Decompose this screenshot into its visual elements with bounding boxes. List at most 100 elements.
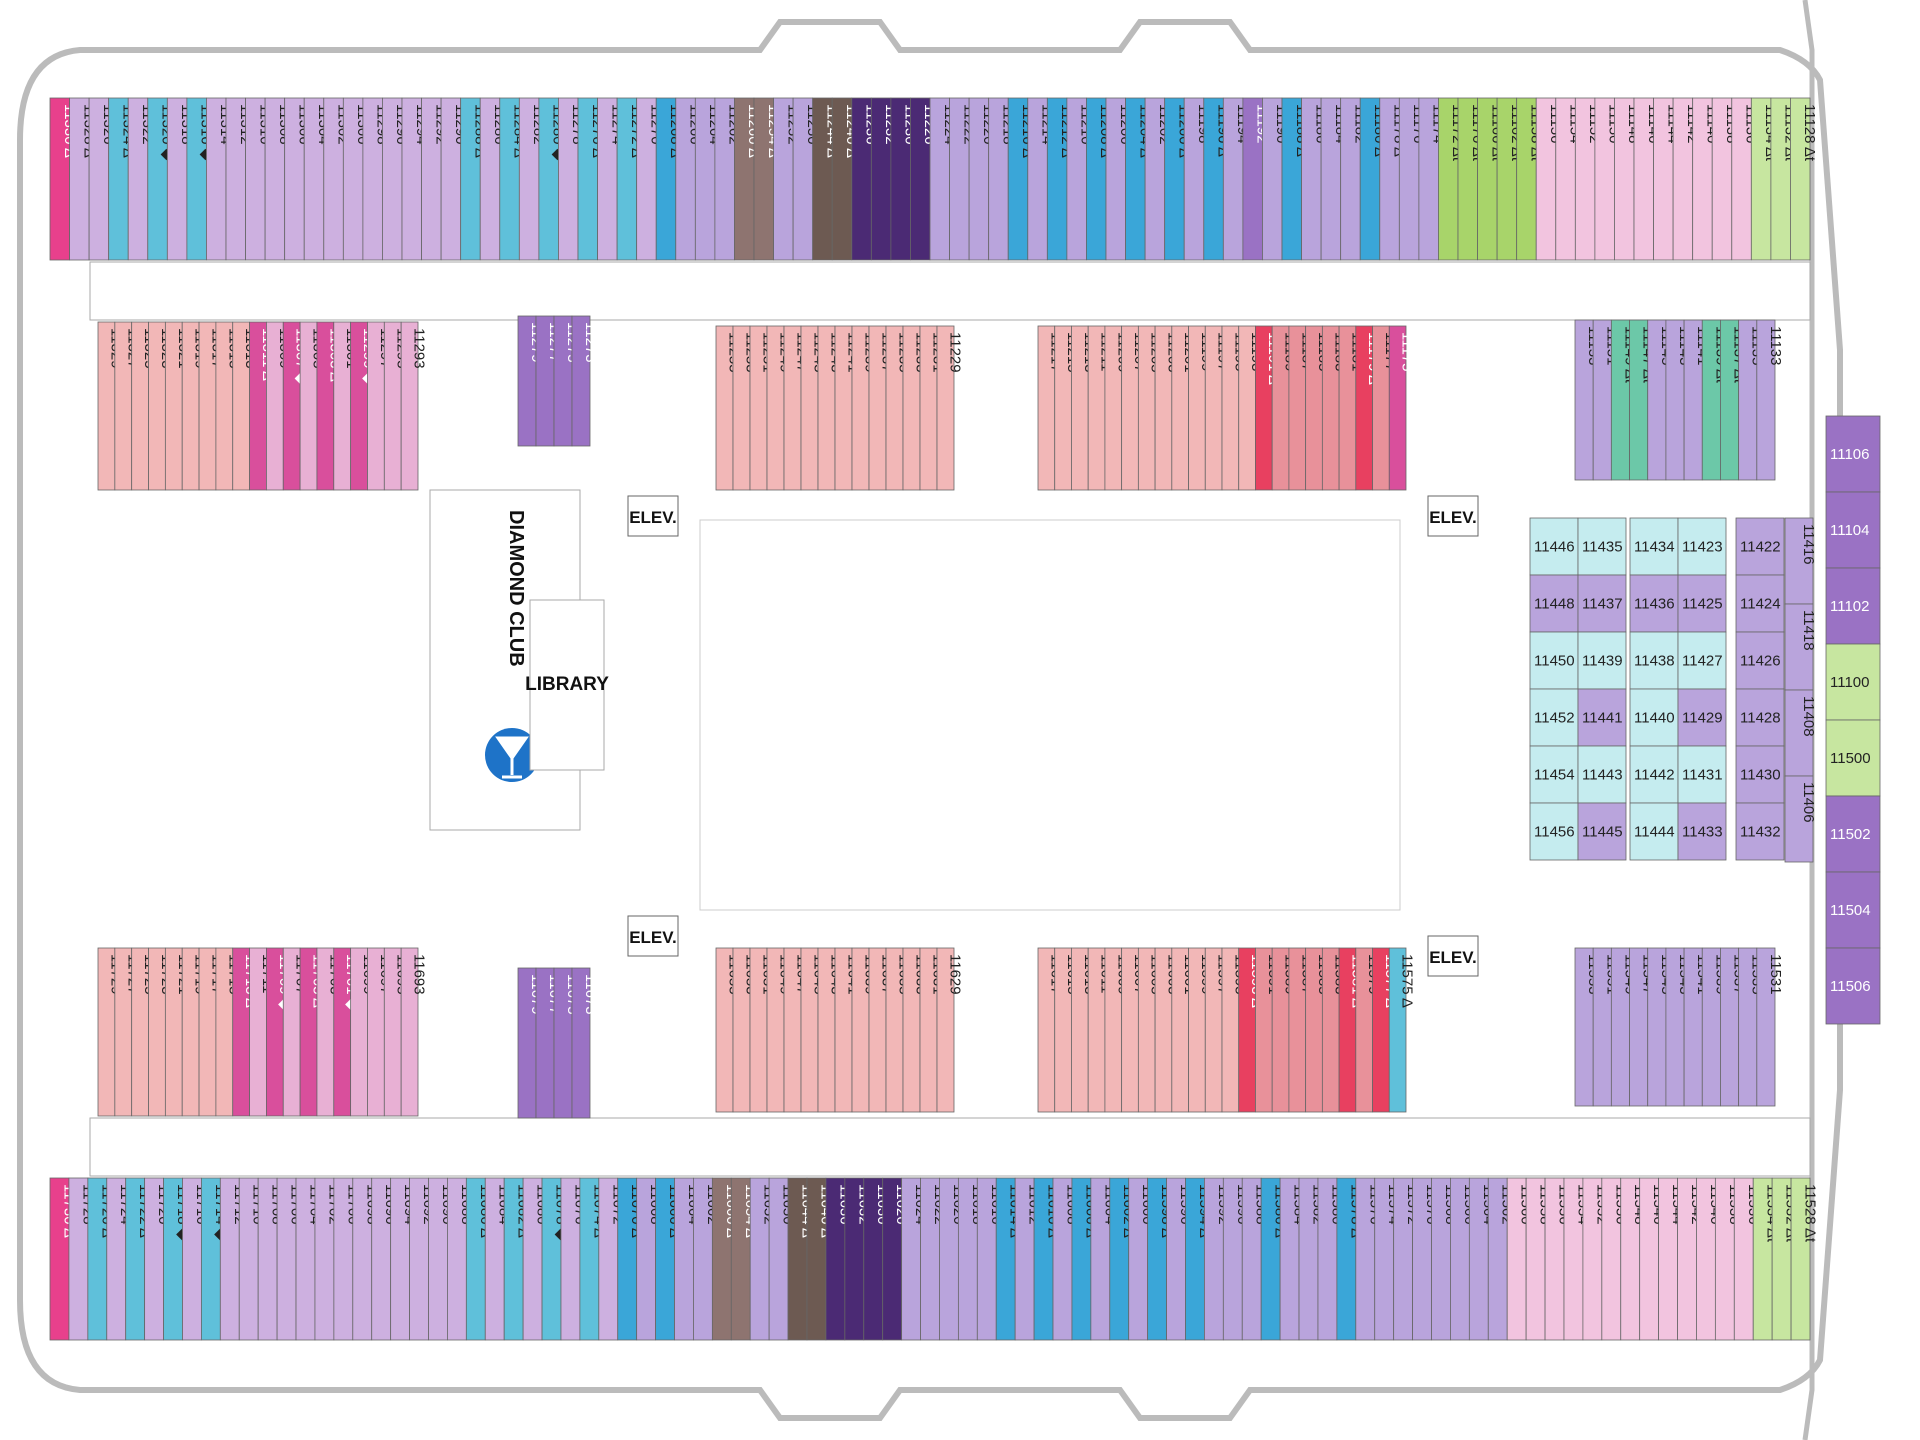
cabin-number: 11427 [1682, 653, 1723, 670]
cabin-11425[interactable]: 11425 [1677, 574, 1727, 633]
cabin-number: 11128 Δt [1801, 104, 1818, 162]
cabin-11273[interactable]: 11273 [571, 315, 599, 447]
upper-corridor [89, 261, 1811, 321]
cabin-11441[interactable]: 11441 [1577, 688, 1627, 747]
cabin-number: 11433 [1682, 824, 1723, 841]
cabin-11293[interactable]: 11293 [400, 321, 428, 491]
cabin-number: 11424 [1740, 596, 1781, 613]
library-label: LIBRARY [525, 674, 609, 695]
cabin-11424[interactable]: 11424 [1735, 574, 1785, 633]
cabin-number: 11434 [1634, 539, 1675, 556]
cabin-11434[interactable]: 11434 [1629, 517, 1679, 576]
cabin-11452[interactable]: 11452 [1529, 688, 1579, 747]
cabin-11504[interactable]: 11504 [1825, 871, 1881, 949]
cabin-11693[interactable]: 11693 [400, 947, 428, 1117]
cabin-11432[interactable]: 11432 [1735, 802, 1785, 861]
cabin-11437[interactable]: 11437 [1577, 574, 1627, 633]
cabin-11429[interactable]: 11429 [1677, 688, 1727, 747]
cabin-11575[interactable]: 11575 Δ [1388, 947, 1416, 1113]
cabin-11433[interactable]: 11433 [1677, 802, 1727, 861]
cabin-11422[interactable]: 11422 [1735, 517, 1785, 576]
cabin-number: 11439 [1582, 653, 1623, 670]
library[interactable]: LIBRARY [525, 599, 609, 771]
elevator-fwd-upper[interactable]: ELEV. [627, 495, 679, 537]
cabin-number: 11104 [1830, 522, 1870, 539]
cabin-11426[interactable]: 11426 [1735, 631, 1785, 690]
cabin-11102[interactable]: 11102 [1825, 567, 1881, 645]
cabin-number: 11531 [1767, 954, 1784, 995]
cabin-number: 11693 [411, 954, 428, 995]
cabin-11438[interactable]: 11438 [1629, 631, 1679, 690]
cabin-11456[interactable]: 11456 [1529, 802, 1579, 861]
cabin-number: 11446 [1534, 539, 1575, 556]
cabin-11406[interactable]: 11406 [1784, 775, 1817, 863]
elevator-aft-upper[interactable]: ELEV. [1427, 495, 1479, 537]
cabin-11443[interactable]: 11443 [1577, 745, 1627, 804]
cabin-number: 11422 [1740, 539, 1781, 556]
cabin-11133[interactable]: 11133 [1756, 319, 1784, 481]
cabin-11431[interactable]: 11431 [1677, 745, 1727, 804]
cabin-11104[interactable]: 11104 [1825, 491, 1881, 569]
cabin-number: 11229 [947, 332, 964, 373]
cabin-11445[interactable]: 11445 [1577, 802, 1627, 861]
cabin-number: 11102 [1830, 598, 1870, 615]
cabin-number: 11431 [1682, 767, 1723, 784]
cabin-11439[interactable]: 11439 [1577, 631, 1627, 690]
cabin-11408[interactable]: 11408 [1784, 689, 1817, 777]
cabin-number: 11432 [1740, 824, 1781, 841]
martini-glass-shape [495, 736, 529, 779]
cabin-number: 11106 [1830, 446, 1870, 463]
cabin-11444[interactable]: 11444 [1629, 802, 1679, 861]
cabin-11106[interactable]: 11106 [1825, 415, 1881, 493]
cabin-11436[interactable]: 11436 [1629, 574, 1679, 633]
cabin-number: 11436 [1634, 596, 1675, 613]
cabin-number: 11443 [1582, 767, 1623, 784]
cabin-11502[interactable]: 11502 [1825, 795, 1881, 873]
cabin-11175[interactable]: 11175 [1388, 325, 1416, 491]
cabin-11428[interactable]: 11428 [1735, 688, 1785, 747]
cabin-number: 11456 [1534, 824, 1575, 841]
cabin-11442[interactable]: 11442 [1629, 745, 1679, 804]
lower-corridor [89, 1117, 1811, 1177]
cabin-11229[interactable]: 11229 [936, 325, 964, 491]
cabin-11430[interactable]: 11430 [1735, 745, 1785, 804]
cabin-11454[interactable]: 11454 [1529, 745, 1579, 804]
cabin-11531[interactable]: 11531 [1756, 947, 1784, 1107]
central-atrium [699, 519, 1401, 911]
elevator-label: ELEV. [629, 928, 677, 947]
cabin-11128[interactable]: 11128 Δt [1790, 97, 1818, 261]
elevator-fwd-lower[interactable]: ELEV. [627, 915, 679, 957]
cabin-number: 11425 [1682, 596, 1723, 613]
cabin-11418[interactable]: 11418 [1784, 603, 1817, 691]
cabin-11506[interactable]: 11506 [1825, 947, 1881, 1025]
elevator-label: ELEV. [1429, 948, 1477, 967]
cabin-number: 11575 Δ [1399, 954, 1416, 1008]
cabin-number: 11502 [1830, 826, 1871, 843]
cabin-number: 11504 [1830, 902, 1871, 919]
cabin-11673[interactable]: 11673 [571, 967, 599, 1119]
cabin-number: 11423 [1682, 539, 1723, 556]
elevator-label: ELEV. [629, 508, 677, 527]
cabin-number: 11430 [1740, 767, 1781, 784]
cabin-11427[interactable]: 11427 [1677, 631, 1727, 690]
cabin-11440[interactable]: 11440 [1629, 688, 1679, 747]
cabin-11435[interactable]: 11435 [1577, 517, 1627, 576]
cabin-number: 11441 [1582, 710, 1623, 727]
cabin-number: 11506 [1830, 978, 1871, 995]
cabin-number: 11500 [1830, 750, 1871, 767]
cabin-11423[interactable]: 11423 [1677, 517, 1727, 576]
elevator-aft-lower[interactable]: ELEV. [1427, 935, 1479, 977]
cabin-11448[interactable]: 11448 [1529, 574, 1579, 633]
cabin-number: 11293 [411, 328, 428, 369]
cabin-11446[interactable]: 11446 [1529, 517, 1579, 576]
cabin-11416[interactable]: 11416 [1784, 517, 1817, 605]
cabin-11629[interactable]: 11629 [936, 947, 964, 1113]
cabin-number: 11418 [1800, 610, 1817, 651]
cabin-11500[interactable]: 11500 [1825, 719, 1881, 797]
cabin-number: 11528 Δt [1802, 1184, 1819, 1243]
cabin-number: 11444 [1634, 824, 1675, 841]
cabin-11528[interactable]: 11528 Δt [1790, 1177, 1819, 1341]
cabin-11100[interactable]: 11100 [1825, 643, 1881, 721]
cabin-11450[interactable]: 11450 [1529, 631, 1579, 690]
